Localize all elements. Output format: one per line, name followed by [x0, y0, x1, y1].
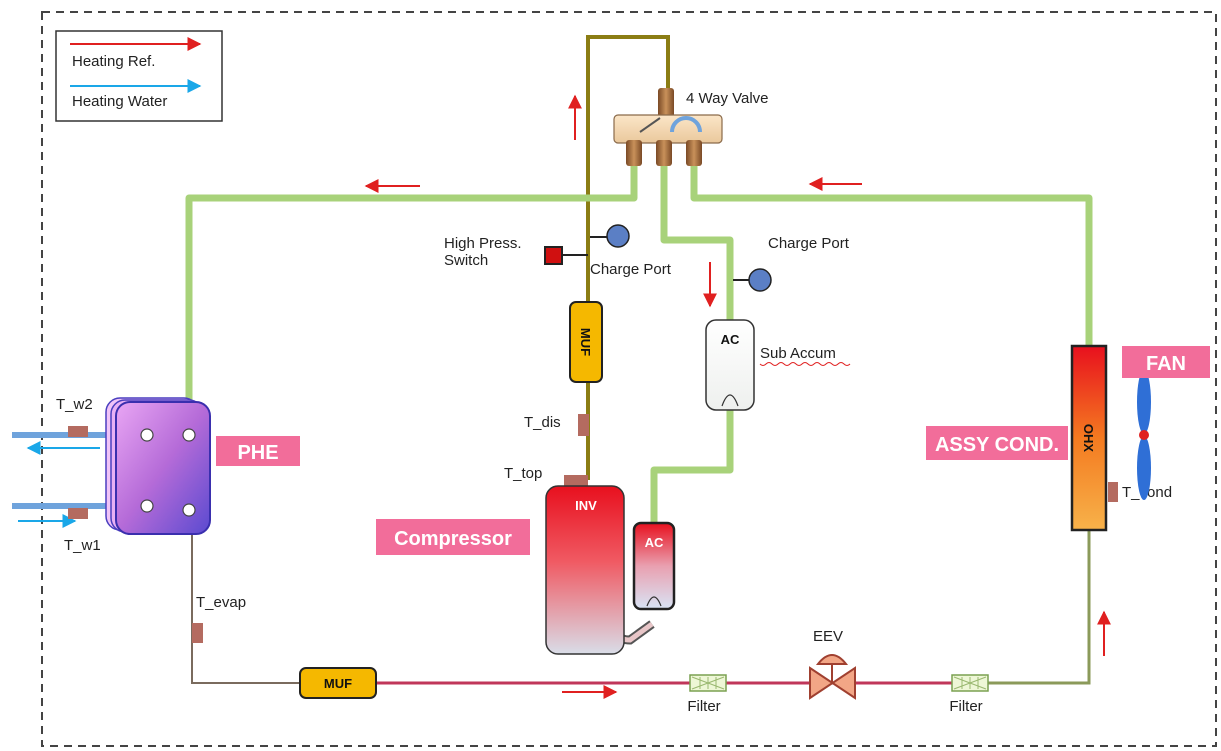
sensor-t-dis [578, 414, 589, 436]
liquid-line-cond [970, 530, 1091, 685]
phe-heat-exchanger [105, 397, 211, 535]
diagram-border [41, 11, 1217, 747]
compressor [545, 485, 676, 655]
sub-accumulator [705, 319, 755, 411]
ohx-condenser [1070, 344, 1108, 532]
sensor-t-evap [192, 623, 203, 643]
phe-tag-bg [216, 436, 300, 466]
four-way-valve [613, 88, 723, 166]
four-way-valve-label: 4 Way Valve [686, 90, 769, 107]
assy-cond-tag-bg [926, 426, 1068, 460]
flow-arrows [364, 94, 1111, 699]
fan-icon [1137, 370, 1151, 500]
phe-port [182, 503, 196, 517]
fan-tag-bg [1122, 346, 1210, 378]
filter-right-label: Filter [949, 698, 982, 715]
compressor-ac-label: AC [645, 535, 664, 550]
high-press-switch [544, 246, 563, 265]
sensors [68, 414, 1118, 643]
t-top-label: T_top [504, 465, 542, 482]
muf-vertical [569, 301, 603, 383]
filter-left [689, 674, 727, 692]
t-dis-label: T_dis [524, 414, 561, 431]
muf-bottom-label: MUF [324, 676, 352, 691]
t-w2-label: T_w2 [56, 396, 93, 413]
t-evap-label: T_evap [196, 594, 246, 611]
muf-bottom [299, 667, 377, 699]
legend-heating-water: Heating Water [72, 93, 167, 110]
phe-port [140, 428, 154, 442]
filter-left-label: Filter [687, 698, 720, 715]
charge-port-left-label: Charge Port [590, 261, 672, 278]
compressor-tag-bg [376, 519, 530, 555]
refrigerant-pipes [185, 162, 1093, 524]
high-press-label-2: Switch [444, 252, 488, 269]
sub-accum-ac-label: AC [721, 332, 740, 347]
eev-valve [809, 654, 856, 700]
charge-port-left [606, 224, 630, 248]
phe-port [182, 428, 196, 442]
spell-underline [759, 362, 851, 366]
high-press-label-1: High Press. [444, 235, 522, 252]
phe-tag: PHE [237, 442, 278, 464]
charge-port-right [748, 268, 772, 292]
charge-port-right-label: Charge Port [768, 235, 850, 252]
muf-vertical-label: MUF [578, 328, 593, 356]
compressor-tag: Compressor [394, 528, 512, 550]
sensor-t-w2 [68, 426, 88, 437]
legend: Heating Ref. Heating Water [55, 30, 223, 122]
ohx-label: OHX [1081, 424, 1096, 453]
inv-label: INV [575, 498, 597, 513]
sensor-t-cond [1108, 482, 1118, 502]
fan-tag: FAN [1146, 353, 1186, 375]
assy-cond-tag: ASSY COND. [935, 434, 1059, 456]
sensor-t-w1 [68, 508, 88, 519]
filter-right [951, 674, 989, 692]
sub-accum-label: Sub Accum [760, 345, 836, 362]
phe-port [140, 499, 154, 513]
legend-heating-ref: Heating Ref. [72, 53, 155, 70]
discharge-pipe [586, 35, 670, 480]
t-w1-label: T_w1 [64, 537, 101, 554]
eev-label: EEV [813, 628, 843, 645]
sensor-t-top [564, 475, 588, 487]
